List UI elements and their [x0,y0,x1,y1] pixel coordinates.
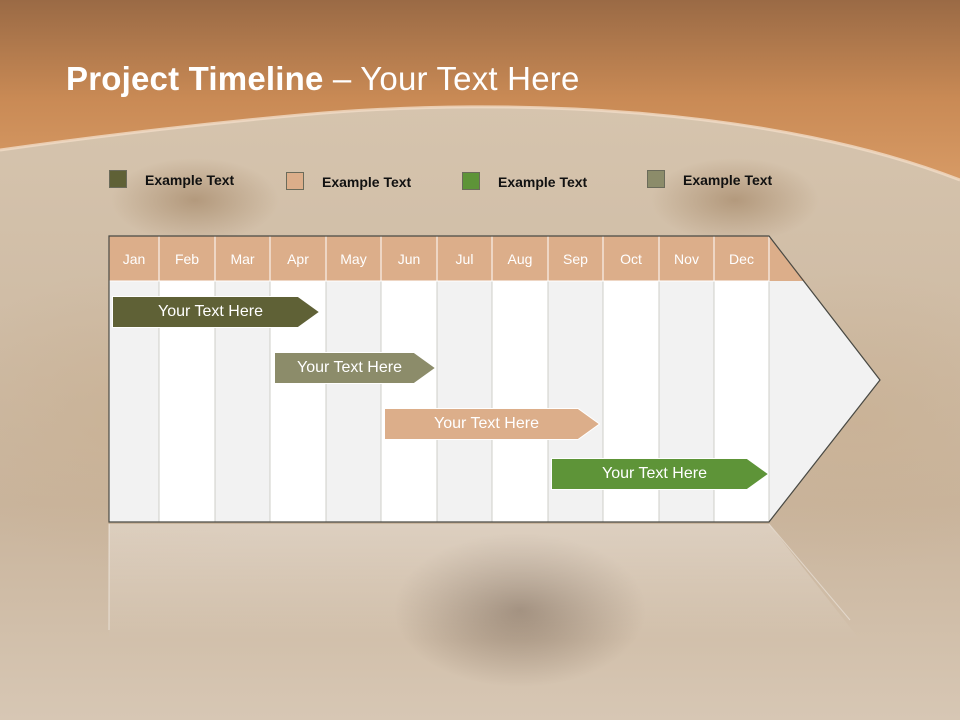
month-column-aug [491,280,549,523]
task-arrow-3[interactable]: Your Text Here [384,408,600,440]
reflection-edge-right [768,523,851,621]
month-label-may: May [340,251,366,267]
month-label-aug: Aug [508,251,533,267]
legend-label-3: Example Text [498,174,588,190]
month-label-apr: Apr [287,251,309,267]
task-arrow-shape-3 [384,408,600,440]
month-column-jun [380,280,438,523]
legend-swatch-2 [286,172,304,190]
month-label-feb: Feb [175,251,199,267]
task-label-2: Your Text Here [297,359,402,376]
task-arrow-1[interactable]: Your Text Here [112,296,320,328]
task-label-4: Your Text Here [602,465,707,482]
legend-label-4: Example Text [683,172,773,188]
month-header-sep [547,235,604,282]
month-label-sep: Sep [563,251,588,267]
month-label-jun: Jun [398,251,421,267]
task-arrow-2[interactable]: Your Text Here [274,352,436,384]
task-arrow-4[interactable]: Your Text Here [551,458,769,490]
task-arrow-shape-1 [112,296,320,328]
title-bold: Project Timeline [66,60,324,97]
month-label-nov: Nov [674,251,699,267]
month-header-may [325,235,382,282]
legend-swatch-4 [647,170,665,188]
task-label-3: Your Text Here [434,415,539,432]
task-arrow-shape-4 [551,458,769,490]
header-band [0,0,960,182]
task-arrow-shape-2 [274,352,436,384]
month-header-oct [602,235,660,282]
legend-swatch-1 [109,170,127,188]
month-label-mar: Mar [230,251,254,267]
month-label-jul: Jul [456,251,474,267]
title-rest: – Your Text Here [323,60,580,97]
legend-swatch-3 [462,172,480,190]
legend-label-1: Example Text [145,172,235,188]
month-column-may [325,280,382,523]
month-label-oct: Oct [620,251,642,267]
month-header-dec [713,235,770,282]
slide-title: Project Timeline – Your Text Here [66,60,580,98]
month-label-jan: Jan [123,251,146,267]
legend-label-2: Example Text [322,174,412,190]
task-label-1: Your Text Here [158,303,263,320]
month-header-nov [658,235,715,282]
timeline-reflection [109,524,860,640]
month-header-jun [380,235,438,282]
month-header-jul [436,235,493,282]
month-label-dec: Dec [729,251,754,267]
month-column-jul [436,280,493,523]
month-header-aug [491,235,549,282]
timeline-outline [108,235,881,523]
